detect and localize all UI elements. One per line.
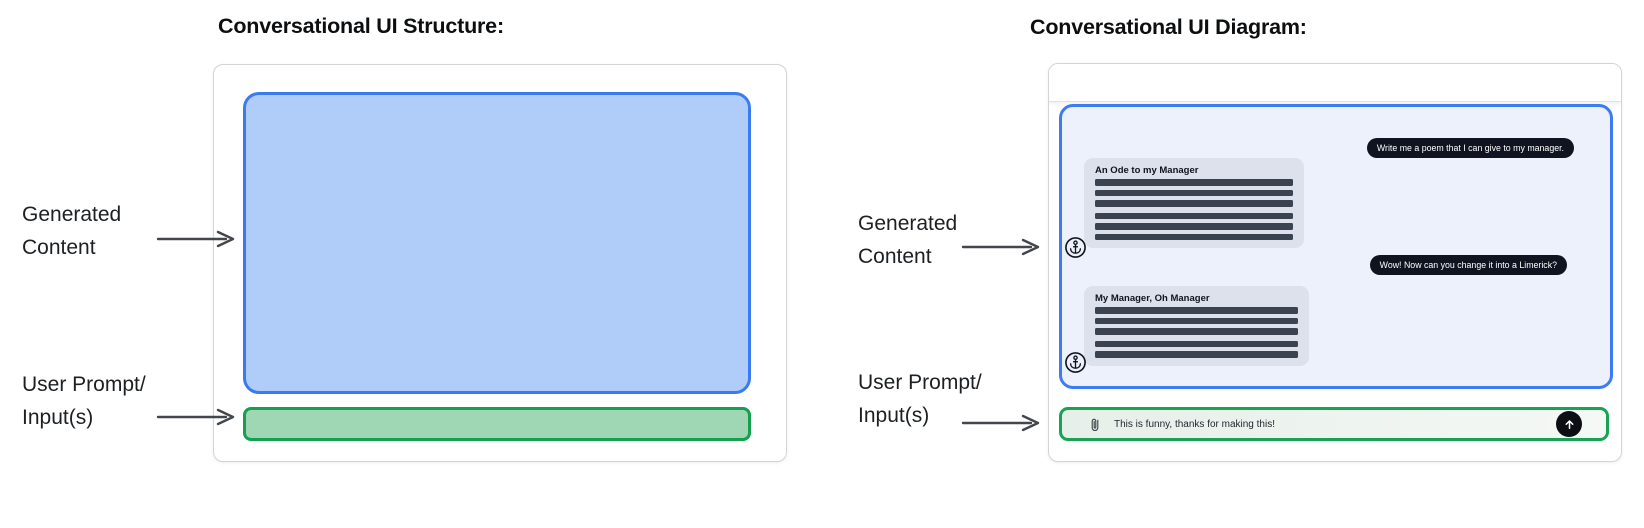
assistant-message-block: An Ode to my Manager	[1084, 158, 1304, 248]
user-message-bubble: Write me a poem that I can give to my ma…	[1366, 138, 1574, 158]
ai-avatar-icon	[1065, 237, 1086, 258]
label-generated-content-left: Generated Content	[22, 203, 122, 259]
arrow-up-icon	[1564, 419, 1574, 429]
assistant-message-block: My Manager, Oh Manager	[1084, 286, 1309, 366]
assistant-message-title: An Ode to my Manager	[1095, 165, 1199, 176]
diagram-card: Write me a poem that I can give to my ma…	[1048, 63, 1622, 462]
arrow-user-left	[156, 408, 235, 426]
right-figure-title: Conversational UI Diagram:	[1030, 15, 1307, 39]
user-input-box	[243, 407, 751, 441]
arrow-generated-left	[156, 230, 235, 248]
left-figure-title: Conversational UI Structure:	[218, 14, 504, 38]
chat-generated-content-panel: Write me a poem that I can give to my ma…	[1059, 104, 1613, 389]
arrow-generated-right	[961, 238, 1040, 256]
user-message-bubble: Wow! Now can you change it into a Limeri…	[1369, 255, 1567, 275]
assistant-message-title: My Manager, Oh Manager	[1095, 293, 1210, 304]
chat-input-text[interactable]: This is funny, thanks for making this!	[1114, 418, 1275, 430]
label-user-prompt-right: User Prompt/ Input(s)	[858, 371, 982, 427]
paperclip-icon[interactable]	[1089, 417, 1101, 432]
arrow-user-right	[961, 414, 1040, 432]
assistant-text-bars	[1095, 179, 1293, 240]
chat-input-bar[interactable]: This is funny, thanks for making this!	[1059, 407, 1609, 441]
ai-avatar-icon	[1065, 352, 1086, 373]
label-user-prompt-left: User Prompt/ Input(s)	[22, 373, 146, 429]
window-header-strip	[1049, 64, 1621, 102]
assistant-text-bars	[1095, 307, 1298, 358]
generated-content-box	[243, 92, 751, 394]
send-button[interactable]	[1556, 411, 1582, 437]
structure-card	[213, 64, 787, 462]
label-generated-content-right: Generated Content	[858, 212, 958, 268]
